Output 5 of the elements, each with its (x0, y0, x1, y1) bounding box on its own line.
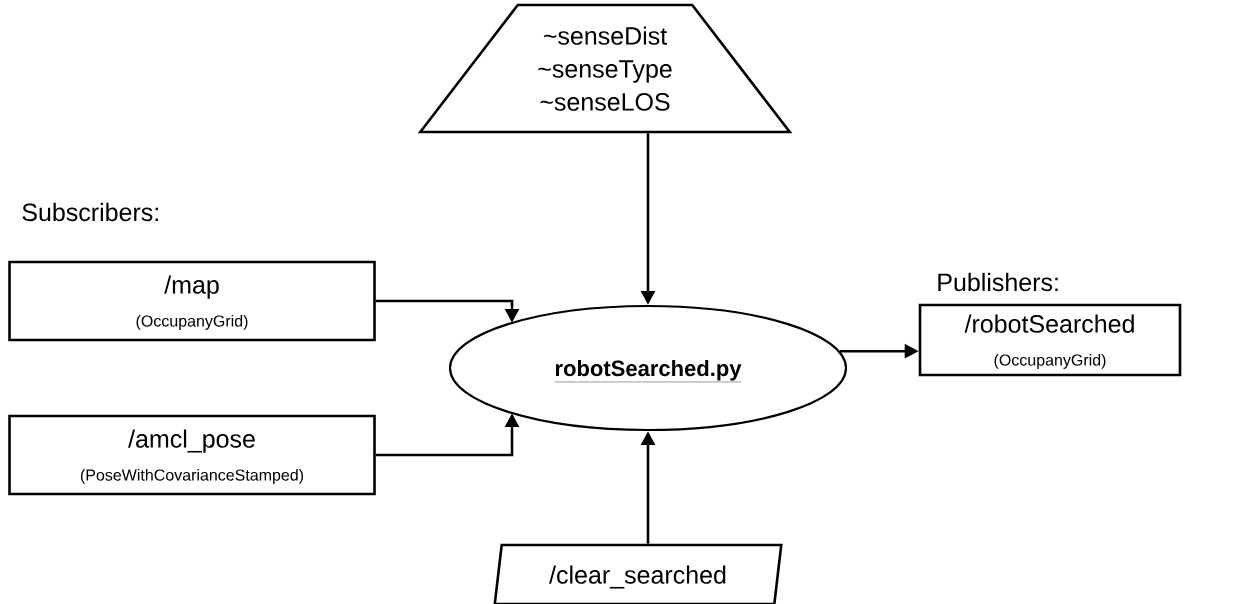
topic-box: /map (OccupanyGrid) (8, 260, 376, 342)
service-parallelogram: /clear_searched (493, 543, 783, 604)
topic-box: /amcl_pose (PoseWithCovarianceStamped) (8, 414, 376, 496)
group-heading: Subscribers: (22, 202, 158, 222)
topic-box: /robotSearched (OccupanyGrid) (918, 303, 1182, 377)
